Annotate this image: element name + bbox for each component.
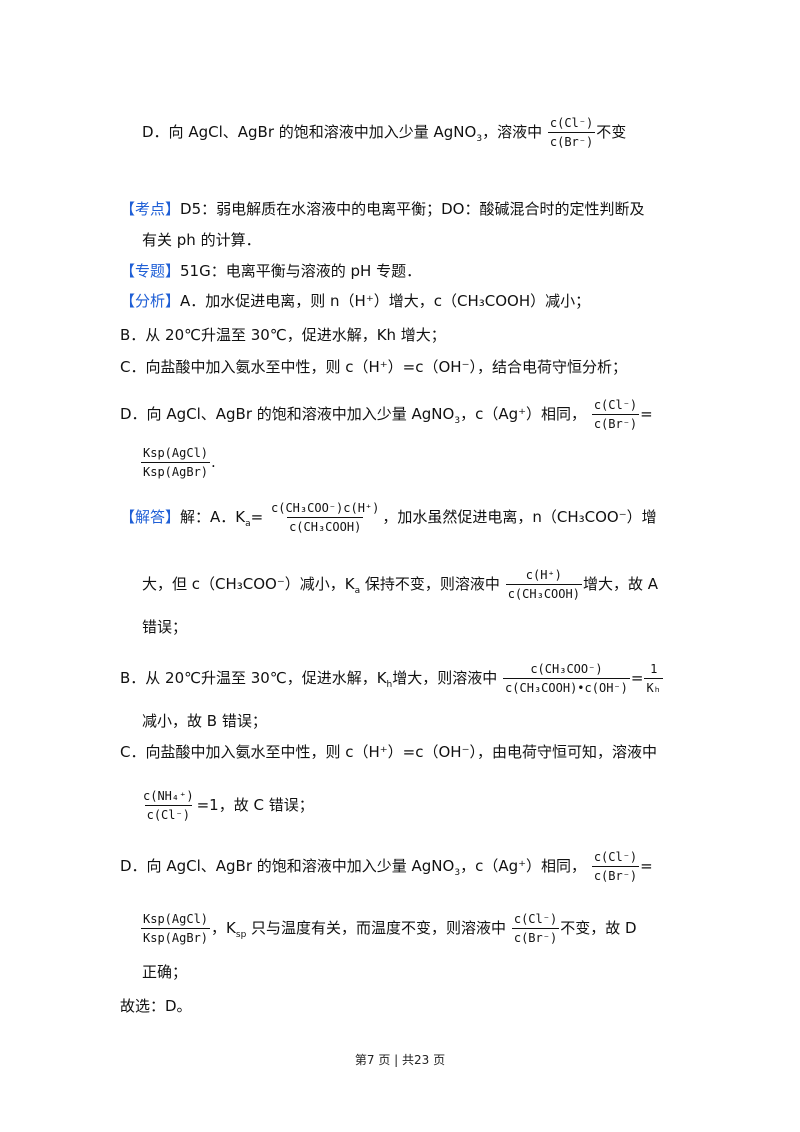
fenxi-line-a: 【分析】A．加水促进电离，则 n（H⁺）增大，c（CH₃COOH）减小； bbox=[120, 292, 591, 310]
kaodian-tag: 【考点】 bbox=[120, 200, 181, 218]
kaodian-line-1: 【考点】D5：弱电解质在水溶液中的电离平衡；DO：酸碱混合时的定性判断及 bbox=[120, 200, 645, 218]
fenxi-line-d2: Ksp(AgCl)Ksp(AgBr). bbox=[141, 446, 216, 479]
answer-line: 故选：D。 bbox=[120, 997, 192, 1015]
jieda-line-a: 【解答】解：A．Ka= c(CH₃COO⁻)c(H⁺)c(CH₃COOH)，加水… bbox=[120, 501, 657, 534]
fraction-cl-br: c(Cl⁻)c(Br⁻) bbox=[591, 850, 640, 883]
fraction-h-ch3cooh: c(H⁺)c(CH₃COOH) bbox=[505, 568, 582, 601]
zhuanti-line: 【专题】51G：电离平衡与溶液的 pH 专题． bbox=[120, 262, 422, 280]
jieda-line-a2: 大，但 c（CH₃COO⁻）减小，Ka 保持不变，则溶液中 c(H⁺)c(CH₃… bbox=[142, 568, 658, 601]
option-d-line: D．向 AgCl、AgBr 的饱和溶液中加入少量 AgNO3，溶液中 c(Cl⁻… bbox=[142, 116, 627, 149]
fraction-cl-br: c(Cl⁻)c(Br⁻) bbox=[591, 398, 640, 431]
jieda-line-c: C．向盐酸中加入氨水至中性，则 c（H⁺）=c（OH⁻），由电荷守恒可知，溶液中 bbox=[120, 743, 658, 761]
zhuanti-tag: 【专题】 bbox=[120, 262, 181, 280]
jieda-line-d2: Ksp(AgCl)Ksp(AgBr)，Ksp 只与温度有关，而温度不变，则溶液中… bbox=[141, 912, 637, 945]
page-footer: 第7 页 | 共23 页 bbox=[354, 1053, 446, 1067]
subscript-3: 3 bbox=[476, 134, 483, 144]
fenxi-line-d: D．向 AgCl、AgBr 的饱和溶液中加入少量 AgNO3，c（Ag⁺）相同，… bbox=[120, 398, 653, 431]
fraction-cl-br: c(Cl⁻)c(Br⁻) bbox=[511, 912, 560, 945]
fraction-nh4-cl: c(NH₄⁺)c(Cl⁻) bbox=[143, 789, 194, 822]
fenxi-line-c: C．向盐酸中加入氨水至中性，则 c（H⁺）=c（OH⁻），结合电荷守恒分析； bbox=[120, 358, 628, 376]
fenxi-line-b: B．从 20℃升温至 30℃，促进水解，Kh 增大； bbox=[120, 326, 446, 344]
jieda-line-d: D．向 AgCl、AgBr 的饱和溶液中加入少量 AgNO3，c（Ag⁺）相同，… bbox=[120, 850, 653, 883]
jieda-line-b: B．从 20℃升温至 30℃，促进水解，Kh增大，则溶液中 c(CH₃COO⁻)… bbox=[120, 662, 663, 695]
kaodian-line-2: 有关 ph 的计算． bbox=[142, 231, 261, 249]
fenxi-tag: 【分析】 bbox=[120, 292, 181, 310]
jieda-line-c2: c(NH₄⁺)c(Cl⁻)=1，故 C 错误； bbox=[143, 789, 314, 822]
fraction-ka: c(CH₃COO⁻)c(H⁺)c(CH₃COOH) bbox=[271, 501, 380, 534]
fraction-ksp: Ksp(AgCl)Ksp(AgBr) bbox=[141, 446, 211, 479]
jieda-line-b2: 减小，故 B 错误； bbox=[142, 712, 267, 730]
jieda-line-d3: 正确； bbox=[142, 963, 188, 981]
fraction-kh: c(CH₃COO⁻)c(CH₃COOH)•c(OH⁻) bbox=[503, 662, 630, 695]
jieda-line-a3: 错误； bbox=[142, 618, 188, 636]
fraction-cl-br: c(Cl⁻)c(Br⁻) bbox=[547, 116, 596, 149]
fraction-ksp: Ksp(AgCl)Ksp(AgBr) bbox=[141, 912, 211, 945]
jieda-tag: 【解答】 bbox=[120, 508, 181, 526]
